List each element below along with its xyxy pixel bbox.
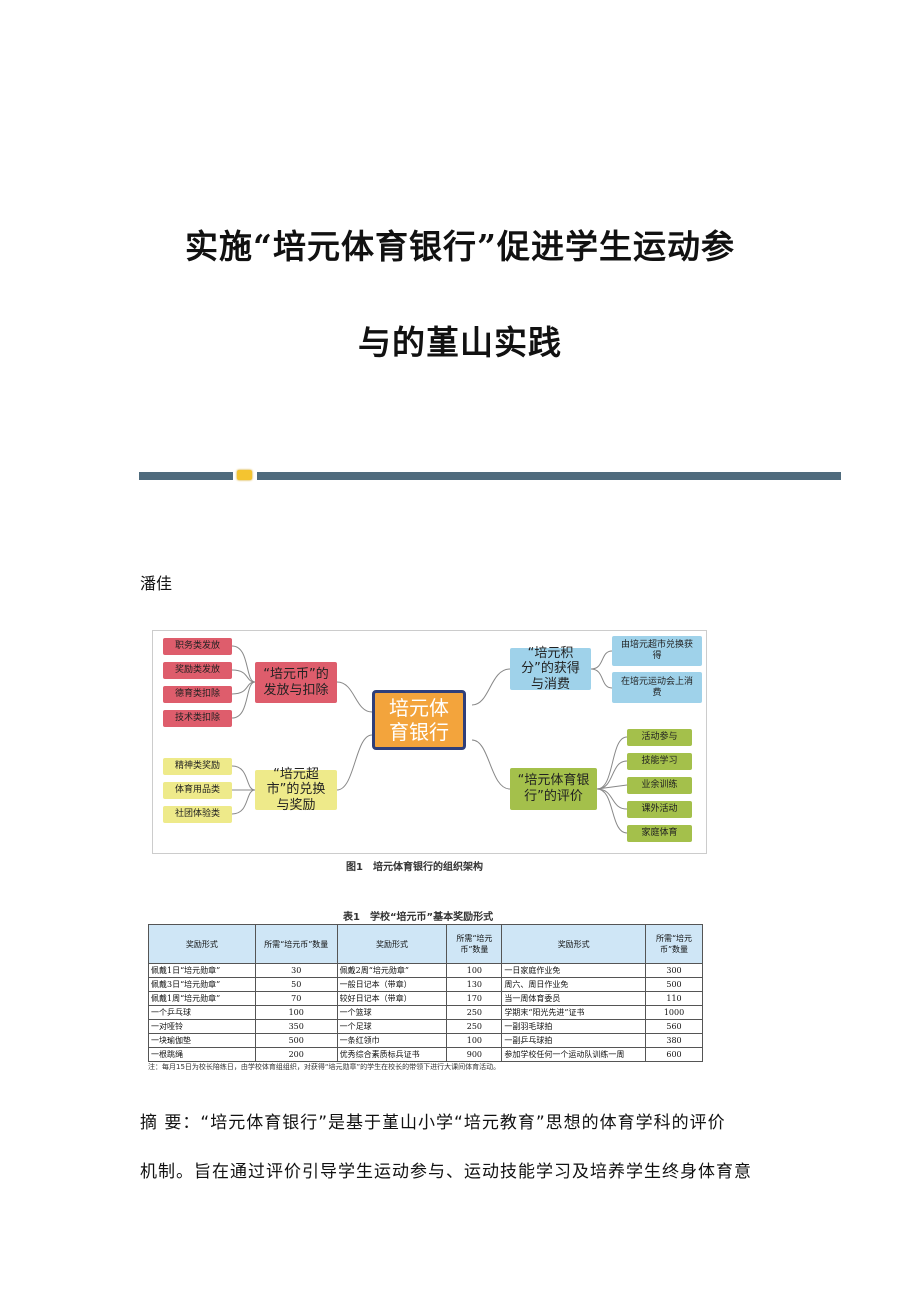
mind-map-figure	[152, 630, 707, 854]
table-cell: 佩戴3日“培元勋章”	[148, 977, 256, 992]
node-blue-leaf: 在培元运动会上消费	[612, 672, 702, 703]
table-cell: 100	[446, 963, 503, 978]
node-red-leaf: 奖励类发放	[163, 662, 232, 679]
table-cell: 250	[446, 1005, 503, 1020]
figure-caption: 图1 培元体育银行的组织架构	[346, 862, 483, 873]
node-center: 培元体育银行	[372, 690, 466, 750]
table-cell: 600	[645, 1047, 703, 1062]
table-cell: 一根跳绳	[148, 1047, 256, 1062]
table-cell: 较好日记本（带章）	[336, 991, 448, 1006]
node-yellow-parent: “培元超市”的兑换与奖励	[255, 767, 337, 813]
table-cell: 170	[446, 991, 503, 1006]
table-cell: 当一周体育委员	[501, 991, 647, 1006]
table-cell: 佩戴2周“培元勋章”	[336, 963, 448, 978]
node-blue-parent: “培元积分”的获得与消费	[510, 646, 591, 692]
table-cell: 380	[645, 1033, 703, 1048]
table-cell: 100	[446, 1033, 503, 1048]
table-header-cell: 奖励形式	[336, 924, 448, 964]
table-cell: 优秀综合素质标兵证书	[336, 1047, 448, 1062]
table-cell: 佩戴1日“培元勋章”	[148, 963, 256, 978]
table-cell: 300	[645, 963, 703, 978]
table-cell: 100	[254, 1005, 338, 1020]
table-header-cell: 所需“培元币”数量	[254, 924, 338, 964]
table-cell: 一般日记本（带章）	[336, 977, 448, 992]
node-red-leaf: 职务类发放	[163, 638, 232, 655]
table-cell: 佩戴1周“培元勋章”	[148, 991, 256, 1006]
abstract-line: 摘 要：“培元体育银行”是基于堇山小学“培元教育”思想的体育学科的评价	[140, 1113, 726, 1133]
node-yellow-leaf: 精神类奖励	[163, 758, 232, 775]
table-cell: 500	[645, 977, 703, 992]
table-header-cell: 奖励形式	[148, 924, 256, 964]
node-yellow-leaf: 社团体验类	[163, 806, 232, 823]
table-cell: 一个乒乓球	[148, 1005, 256, 1020]
node-red-leaf: 德育类扣除	[163, 686, 232, 703]
node-yellow-leaf: 体育用品类	[163, 782, 232, 799]
table-cell: 110	[645, 991, 703, 1006]
table-cell: 900	[446, 1047, 503, 1062]
table-cell: 1000	[645, 1005, 703, 1020]
node-green-leaf: 家庭体育	[627, 825, 692, 842]
table-cell: 350	[254, 1019, 338, 1034]
divider-left	[139, 472, 233, 480]
table-header-cell: 奖励形式	[501, 924, 647, 964]
reward-table: 奖励形式所需“培元币”数量奖励形式所需“培元币”数量奖励形式所需“培元币”数量 …	[148, 924, 703, 1062]
node-red-parent: “培元币”的发放与扣除	[255, 662, 337, 703]
table-cell: 学期末“阳光先进”证书	[501, 1005, 647, 1020]
table-cell: 一块瑜伽垫	[148, 1033, 256, 1048]
divider-right	[257, 472, 841, 480]
node-green-leaf: 业余训练	[627, 777, 692, 794]
table-cell: 一日家庭作业免	[501, 963, 647, 978]
table-cell: 参加学校任何一个运动队训练一周	[501, 1047, 647, 1062]
table-note: 注：每月15日为校长陪练日，由学校体育组组织，对获得“培元勋章”的学生在校长的带…	[148, 1063, 501, 1071]
author: 潘佳	[140, 574, 173, 593]
table-cell: 500	[254, 1033, 338, 1048]
node-green-leaf: 课外活动	[627, 801, 692, 818]
title-line-1: 实施“培元体育银行”促进学生运动参	[185, 227, 735, 266]
node-green-leaf: 技能学习	[627, 753, 692, 770]
table-cell: 70	[254, 991, 338, 1006]
table-cell: 560	[645, 1019, 703, 1034]
divider-ornament-icon	[237, 470, 252, 480]
table-cell: 一条红领巾	[336, 1033, 448, 1048]
title-line-2: 与的堇山实践	[358, 323, 562, 362]
table-cell: 50	[254, 977, 338, 992]
table-cell: 一副乒乓球拍	[501, 1033, 647, 1048]
table-cell: 周六、周日作业免	[501, 977, 647, 992]
node-blue-leaf: 由培元超市兑换获得	[612, 636, 702, 666]
table-cell: 30	[254, 963, 338, 978]
table-cell: 130	[446, 977, 503, 992]
table-cell: 250	[446, 1019, 503, 1034]
table-header-cell: 所需“培元币”数量	[446, 924, 503, 964]
abstract-line: 机制。旨在通过评价引导学生运动参与、运动技能学习及培养学生终身体育意	[140, 1162, 752, 1182]
node-green-parent: “培元体育银行”的评价	[510, 768, 597, 810]
node-red-leaf: 技术类扣除	[163, 710, 232, 727]
table-header-cell: 所需“培元币”数量	[645, 924, 703, 964]
table-cell: 一个篮球	[336, 1005, 448, 1020]
table-cell: 200	[254, 1047, 338, 1062]
node-green-leaf: 活动参与	[627, 729, 692, 746]
table-cell: 一对哑铃	[148, 1019, 256, 1034]
table-caption: 表1 学校“培元币”基本奖励形式	[343, 912, 494, 923]
table-cell: 一副羽毛球拍	[501, 1019, 647, 1034]
table-cell: 一个足球	[336, 1019, 448, 1034]
